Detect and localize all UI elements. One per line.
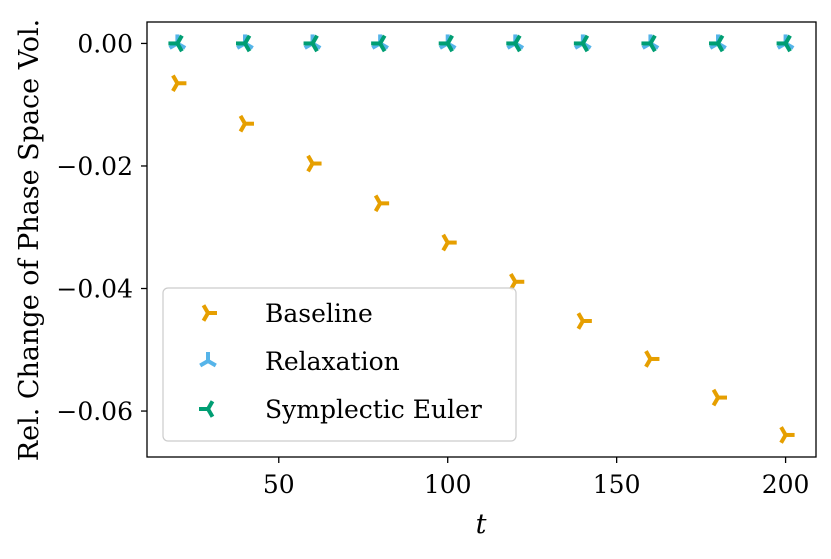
symplectic-euler-point xyxy=(776,34,792,53)
legend-label-symplectic-euler: Symplectic Euler xyxy=(265,395,482,424)
x-axis-label: t xyxy=(476,509,487,540)
legend-label-baseline: Baseline xyxy=(265,299,373,328)
y-axis-label: Rel. Change of Phase Space Vol. xyxy=(14,19,45,461)
axis-ticks: 50 100 150 200 0.00 −0.02 −0.04 −0.06 xyxy=(56,29,809,499)
baseline-point xyxy=(238,114,254,133)
symplectic-euler-point xyxy=(709,34,725,53)
baseline-point xyxy=(576,312,592,330)
legend-frame xyxy=(162,287,517,442)
y-tick-label: −0.06 xyxy=(56,397,133,426)
legend-marker-relaxation xyxy=(199,352,217,368)
symplectic-euler-point xyxy=(303,34,319,53)
symplectic-euler-point xyxy=(371,34,387,53)
symplectic-euler-point xyxy=(168,34,184,53)
y-tick-label: −0.02 xyxy=(56,152,133,181)
legend-marker-symplectic-euler xyxy=(199,400,215,418)
x-tick-label: 200 xyxy=(762,470,810,499)
symplectic-euler-point xyxy=(573,34,590,53)
baseline-point xyxy=(509,272,525,291)
legend-marker-baseline xyxy=(201,304,217,322)
symplectic-euler-point xyxy=(641,34,657,53)
baseline-point xyxy=(306,154,322,173)
baseline-point xyxy=(779,426,795,444)
y-tick-label: 0.00 xyxy=(77,29,133,58)
x-tick-label: 100 xyxy=(424,470,472,499)
baseline-point xyxy=(171,74,187,93)
x-tick-label: 50 xyxy=(263,470,295,499)
symplectic-euler-point xyxy=(506,34,522,53)
plot-frame xyxy=(146,21,817,458)
baseline-point xyxy=(373,194,390,213)
baseline-point xyxy=(441,233,457,252)
baseline-point xyxy=(711,388,728,407)
data-marks xyxy=(168,34,795,444)
y-tick-label: −0.04 xyxy=(56,275,133,304)
symplectic-euler-point xyxy=(235,34,252,53)
legend-label-relaxation: Relaxation xyxy=(265,347,400,376)
symplectic-euler-point xyxy=(438,34,454,53)
x-tick-label: 150 xyxy=(593,470,641,499)
baseline-point xyxy=(644,350,660,368)
